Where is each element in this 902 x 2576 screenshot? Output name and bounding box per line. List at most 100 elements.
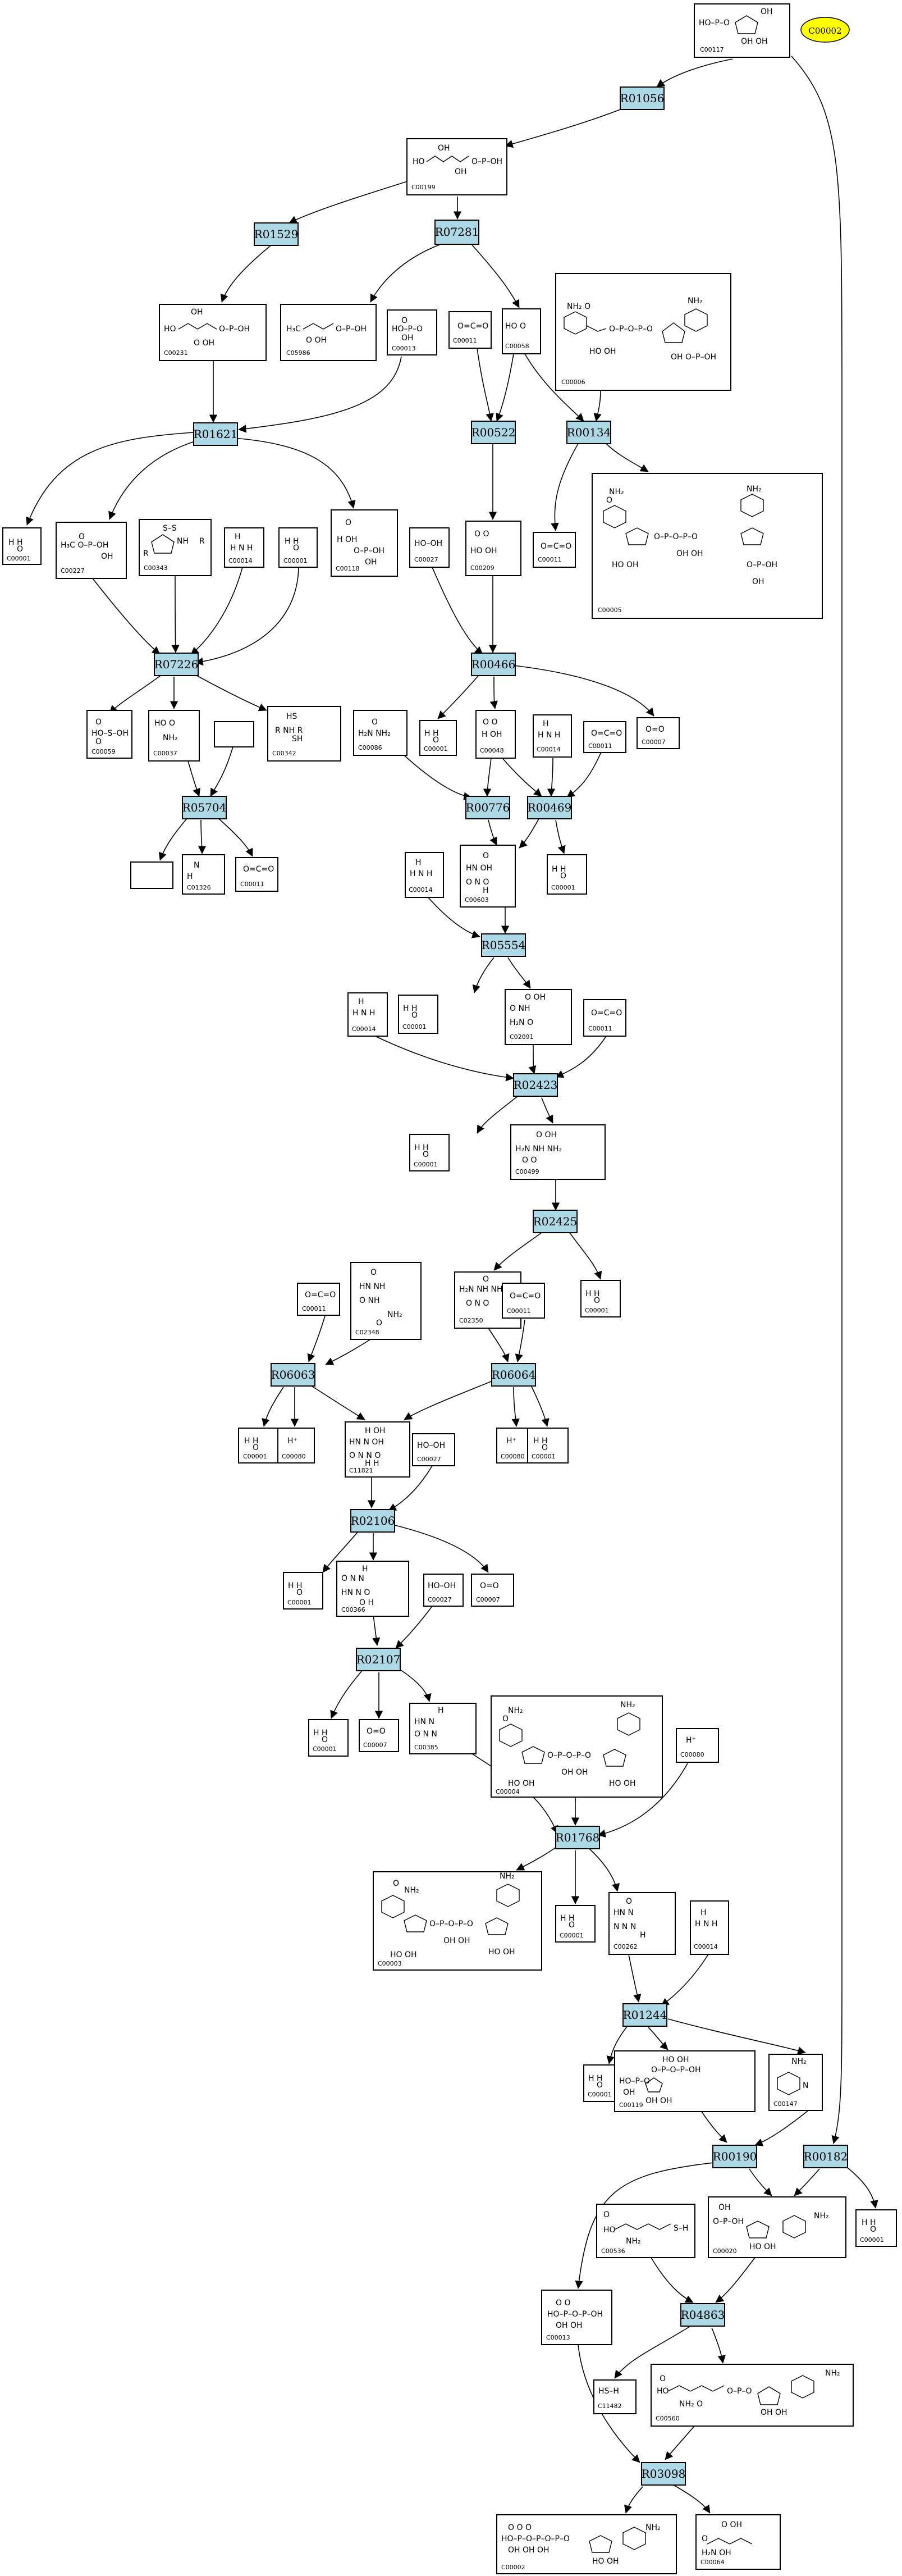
compound-unlabeled-a[interactable] (214, 721, 254, 747)
compound-c00118[interactable]: O H OH O–P–OH OH C00118 (331, 509, 398, 577)
reaction-r01244[interactable]: R01244 (622, 2003, 667, 2027)
compound-c00227[interactable]: H₃C O–P–OH O OH C00227 (56, 522, 127, 579)
reaction-r02107[interactable]: R02107 (356, 1648, 401, 1671)
compound-c00001-l[interactable]: H H O C00001 (555, 1905, 596, 1943)
compound-c00262[interactable]: O HN N N N N H C00262 (608, 1892, 676, 1955)
compound-c00014-b[interactable]: H H N H C00014 (533, 714, 572, 758)
compound-c00603[interactable]: O HN OH O N O H C00603 (460, 845, 516, 908)
compound-c11821[interactable]: H OH HN N OH O N N O H H C11821 (345, 1421, 410, 1478)
compound-c00080-a[interactable]: H⁺ C00080 (277, 1428, 315, 1463)
compound-c00014-c[interactable]: H H N H C00014 (405, 852, 444, 898)
compound-c05986[interactable]: H₃C O–P–OH O OH C05986 (280, 304, 377, 361)
compound-c02091[interactable]: O OH O NH H₂N O C02091 (505, 989, 572, 1045)
compound-c00001-n[interactable]: H H O C00001 (855, 2209, 897, 2247)
reaction-r00776[interactable]: R00776 (465, 796, 510, 819)
compound-c00119[interactable]: HO OH O–P–O–P–OH HO–P–O OH OH OH C00119 (614, 2050, 756, 2112)
compound-c00005[interactable]: NH₂ O O–P–O–P–O NH₂ HO OH OH OH O–P–OH O… (592, 473, 823, 619)
compound-c00560[interactable]: O HO O–P–O NH₂ NH₂ O OH OH C00560 (651, 2364, 854, 2427)
compound-c00001-i[interactable]: H H O C00001 (527, 1428, 569, 1463)
compound-c00001-a[interactable]: H H O C00001 (2, 527, 42, 565)
reaction-r00134[interactable]: R00134 (566, 421, 611, 444)
compound-c00001-h[interactable]: H H O C00001 (238, 1428, 281, 1463)
compound-c00020[interactable]: OH O–P–OH NH₂ HO OH C00020 (708, 2196, 846, 2258)
reaction-r01056[interactable]: R01056 (620, 86, 665, 110)
reaction-r03098[interactable]: R03098 (641, 2462, 686, 2486)
reaction-r02425[interactable]: R02425 (533, 1210, 578, 1233)
compound-c00086[interactable]: O H₂N NH₂ C00086 (353, 710, 407, 756)
compound-c00001-f[interactable]: H H O C00001 (409, 1134, 450, 1171)
compound-c00001-b[interactable]: H H O C00001 (278, 527, 318, 568)
compound-c00499[interactable]: O OH H₂N NH NH₂ O O C00499 (510, 1124, 606, 1180)
compound-c00003[interactable]: O NH₂ O–P–O–P–O NH₂ HO OH OH OH HO OH C0… (373, 1871, 542, 1971)
compound-c00011-f[interactable]: O=C=O C00011 (297, 1283, 340, 1316)
reaction-r02106[interactable]: R02106 (350, 1509, 395, 1533)
compound-c01326[interactable]: N H C01326 (182, 854, 225, 895)
compound-c00027-c[interactable]: HO–OH C00027 (423, 1574, 464, 1607)
compound-c00001-k[interactable]: H H O C00001 (308, 1719, 349, 1757)
compound-c00013[interactable]: O O HO–P–O–P–OH OH OH C00013 (541, 2290, 612, 2345)
reaction-r00466[interactable]: R00466 (471, 653, 516, 676)
compound-c00001-j[interactable]: H H O C00001 (283, 1572, 323, 1610)
edge (330, 1670, 363, 1719)
compound-c00342[interactable]: HS R NH R SH C00342 (267, 706, 341, 762)
compound-c00001-d[interactable]: H H O C00001 (547, 854, 587, 895)
compound-c00117[interactable]: HO–P–O OH OH OH C00117 (694, 3, 790, 58)
compound-c00366[interactable]: H O N N HN N O O H C00366 (336, 1561, 409, 1617)
compound-c00011-g[interactable]: O=C=O C00011 (502, 1283, 545, 1319)
reaction-r01529[interactable]: R01529 (254, 222, 299, 246)
compound-c00001-g[interactable]: H H O C00001 (580, 1280, 621, 1317)
svg-text:H H: H H (8, 538, 23, 547)
compound-c00014-e[interactable]: H H N H C00014 (690, 1900, 729, 1955)
reaction-r00182[interactable]: R00182 (803, 2145, 848, 2168)
compound-c00027-a[interactable]: HO–OH C00027 (409, 527, 450, 568)
reaction-r05704[interactable]: R05704 (182, 796, 227, 819)
reaction-r01768[interactable]: R01768 (555, 1826, 600, 1849)
reaction-r05554[interactable]: R05554 (481, 933, 526, 957)
compound-c11482[interactable]: HS–H C11482 (593, 2379, 637, 2414)
compound-c00007-a[interactable]: O=O C00007 (637, 717, 680, 749)
compound-c00037[interactable]: HO O NH₂ C00037 (148, 710, 200, 762)
compound-c00007-c[interactable]: O=O C00007 (359, 1719, 399, 1752)
compound-c00007-b[interactable]: O=O C00007 (471, 1574, 514, 1607)
compound-c00011-b[interactable]: O=C=O C00011 (533, 532, 576, 568)
compound-c00536[interactable]: O HO S–H NH₂ C00536 (596, 2204, 695, 2258)
compound-c00027-b[interactable]: HO–OH C00027 (412, 1433, 455, 1466)
compound-c00002[interactable]: O O O HO–P–O–P–O–P–O NH₂ OH OH OH HO OH … (496, 2514, 677, 2574)
compound-c00001-e[interactable]: H H O C00001 (398, 995, 438, 1034)
compound-c02348[interactable]: O HN NH O NH NH₂ O C02348 (350, 1262, 422, 1340)
reaction-r07226[interactable]: R07226 (154, 653, 199, 676)
reaction-r00190[interactable]: R00190 (712, 2145, 757, 2168)
compound-c00231[interactable]: HO OH O–P–OH O OH C00231 (159, 304, 267, 361)
reaction-r01621[interactable]: R01621 (193, 422, 238, 446)
compound-c00059[interactable]: O HO–S–OH O C00059 (86, 710, 132, 759)
highlight-compound-node[interactable]: C00002 (800, 17, 850, 43)
compound-c00006-top[interactable]: NH₂ O O–P–O–P–O NH₂ HO OH OH O–P–OH C000… (555, 273, 731, 391)
compound-c00058[interactable]: HO O C00058 (502, 308, 541, 354)
svg-text:NH₂: NH₂ (814, 2212, 829, 2221)
compound-c00011-a[interactable]: O=C=O C00011 (448, 311, 492, 349)
reaction-r00469[interactable]: R00469 (527, 796, 572, 819)
compound-c00013-top[interactable]: HO–P–O O OH C00013 (387, 309, 437, 355)
compound-c00199[interactable]: HO OH OH O–P–OH C00199 (406, 138, 507, 195)
reaction-r06064[interactable]: R06064 (491, 1363, 536, 1387)
compound-c00048[interactable]: O O H OH C00048 (475, 710, 516, 759)
compound-c00011-c[interactable]: O=C=O C00011 (583, 721, 626, 753)
compound-c00343[interactable]: R NH R S–S C00343 (139, 519, 212, 576)
compound-c00011-d[interactable]: O=C=O C00011 (235, 857, 278, 892)
compound-c00014-a[interactable]: H H N H C00014 (224, 527, 264, 568)
reaction-r00522[interactable]: R00522 (471, 421, 516, 444)
compound-c00004[interactable]: NH₂ O O–P–O–P–O NH₂ HO OH OH OH HO OH C0… (491, 1695, 663, 1798)
reaction-r07281[interactable]: R07281 (434, 220, 479, 245)
compound-c00385[interactable]: H HN N O N N C00385 (409, 1703, 477, 1754)
compound-c00011-e[interactable]: O=C=O C00011 (583, 999, 626, 1037)
compound-c00080-c[interactable]: H⁺ C00080 (676, 1728, 719, 1763)
reaction-r02423[interactable]: R02423 (513, 1073, 558, 1097)
compound-c00147[interactable]: NH₂ N C00147 (768, 2054, 823, 2111)
compound-c00001-c[interactable]: H H O C00001 (419, 720, 457, 756)
compound-c00064[interactable]: O OH O H₂N OH C00064 (695, 2514, 781, 2570)
compound-unlabeled-b[interactable] (130, 861, 173, 889)
compound-c00014-d[interactable]: H H N H C00014 (347, 992, 388, 1037)
reaction-r06063[interactable]: R06063 (271, 1363, 315, 1387)
compound-c00209[interactable]: O O HO OH C00209 (465, 521, 521, 576)
reaction-r04863[interactable]: R04863 (680, 2303, 725, 2327)
